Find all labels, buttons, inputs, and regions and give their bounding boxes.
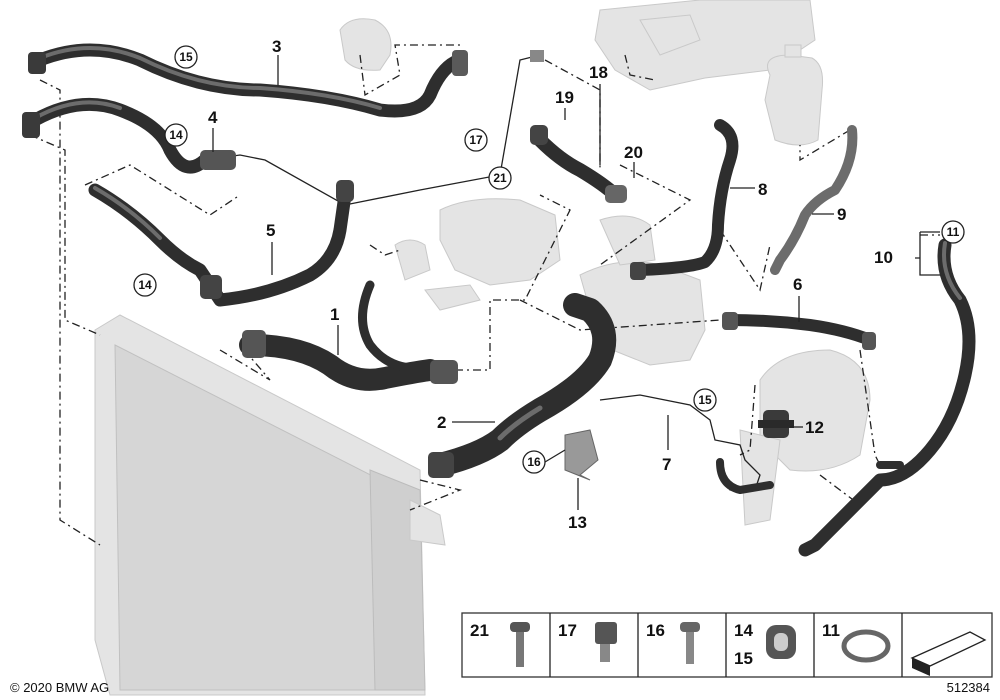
arrow-icon (910, 631, 987, 676)
circled-callout-15-mid: 15 (693, 388, 717, 412)
engine-block-ghost (594, 0, 816, 91)
copyright-text: © 2020 BMW AG (10, 680, 109, 695)
small-part-17: 17 (558, 621, 617, 662)
hose-9 (770, 125, 858, 275)
expansion-tank-ghost (739, 349, 871, 526)
hose-6 (722, 312, 876, 350)
hose-21-18 (530, 125, 627, 203)
cap-12 (758, 410, 794, 438)
svg-text:15: 15 (698, 393, 712, 407)
svg-text:21: 21 (470, 621, 489, 640)
pipe-7 (599, 394, 774, 494)
svg-text:14: 14 (734, 621, 753, 640)
svg-text:16: 16 (527, 455, 541, 469)
circled-callout-14-mid: 14 (133, 273, 157, 297)
callout-labels: 1 2 3 4 5 6 7 8 9 10 12 13 14 18 19 20 (208, 37, 940, 532)
hose-3 (28, 43, 468, 118)
small-parts-table: 21 17 16 14 15 11 (461, 612, 993, 678)
small-part-21: 21 (470, 621, 530, 667)
callout-7: 7 (662, 455, 671, 474)
hose-5 (88, 180, 354, 307)
callout-1: 1 (330, 305, 339, 324)
svg-text:14: 14 (138, 278, 152, 292)
expansion-tank-top-ghost (764, 44, 823, 146)
pipe-4 (200, 50, 544, 206)
callout-10: 10 (874, 248, 893, 267)
thermostat-housing-ghost (394, 198, 706, 366)
pump-top-ghost (339, 18, 392, 71)
hose-1 (239, 280, 458, 391)
callout-12: 12 (805, 418, 824, 437)
callout-2: 2 (437, 413, 446, 432)
svg-text:15: 15 (179, 50, 193, 64)
circled-callout-17: 17 (464, 128, 488, 152)
callout-19: 19 (555, 88, 574, 107)
callout-6: 6 (793, 275, 802, 294)
circled-callouts: 15 14 17 21 14 15 16 11 (133, 45, 965, 474)
circled-callout-14-top: 14 (164, 123, 188, 147)
diagram-number: 512384 (947, 680, 990, 695)
svg-text:11: 11 (822, 621, 840, 640)
small-part-14-15: 14 15 (734, 621, 796, 668)
hose-2 (428, 293, 617, 478)
svg-text:17: 17 (469, 133, 483, 147)
circled-callout-21: 21 (488, 166, 512, 190)
svg-text:15: 15 (734, 649, 753, 668)
hose-14-upper (22, 97, 212, 174)
hose-10 (798, 238, 976, 557)
bracket-13 (564, 429, 599, 481)
small-part-16: 16 (646, 621, 700, 664)
circled-callout-16: 16 (522, 449, 566, 474)
hose-8 (630, 119, 739, 280)
callout-9: 9 (837, 205, 846, 224)
callout-20: 20 (624, 143, 643, 162)
radiator-ghost (94, 314, 446, 696)
callout-4: 4 (208, 108, 218, 127)
circled-callout-15-top: 15 (174, 45, 198, 69)
svg-text:17: 17 (558, 621, 577, 640)
callout-5: 5 (266, 221, 275, 240)
callout-3: 3 (272, 37, 281, 56)
callout-13: 13 (568, 513, 587, 532)
svg-text:21: 21 (493, 171, 507, 185)
small-part-11: 11 (822, 621, 891, 663)
callout-18: 18 (589, 63, 608, 82)
svg-text:16: 16 (646, 621, 665, 640)
callout-8: 8 (758, 180, 767, 199)
circled-callout-11: 11 (941, 220, 965, 244)
svg-text:11: 11 (947, 225, 960, 239)
svg-text:14: 14 (169, 128, 183, 142)
